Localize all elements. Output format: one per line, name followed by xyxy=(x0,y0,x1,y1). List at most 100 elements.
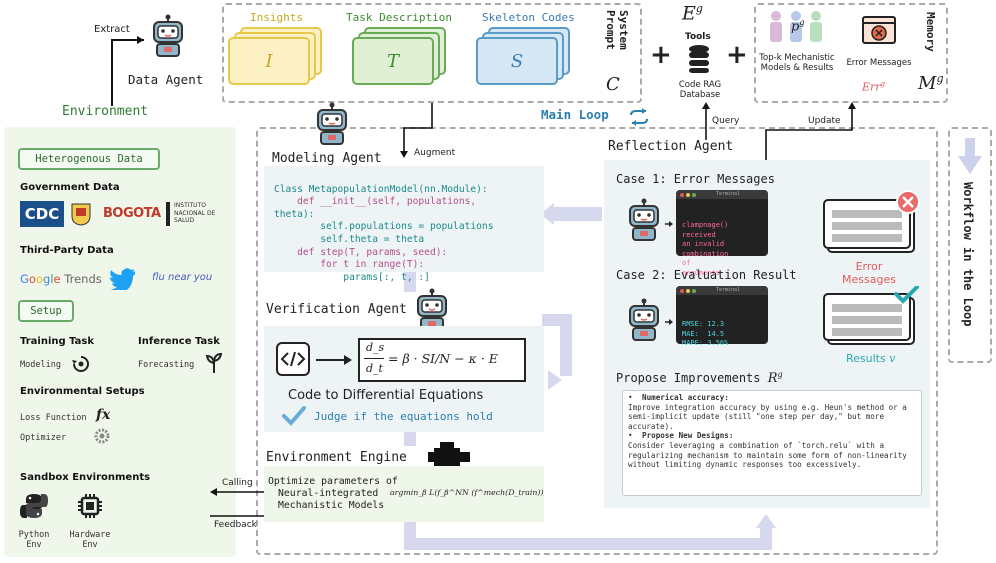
forecasting-label: Forecasting xyxy=(138,360,195,370)
plus-sign-1: + xyxy=(650,40,672,70)
error-line-1: clampnage() xyxy=(682,221,729,229)
case2-arrow xyxy=(664,314,674,328)
equation-rhs: = β · SI/N − κ · E xyxy=(388,351,498,366)
mg-symbol: Mg xyxy=(918,72,944,94)
modeling-label: Modeling xyxy=(20,360,61,370)
improvements-text: •Numerical accuracy: Improve integration… xyxy=(628,393,918,470)
engine-icon xyxy=(428,440,472,470)
python-env-label: Python Env xyxy=(18,530,50,550)
improvements-panel xyxy=(622,390,922,496)
environment-sidebar xyxy=(4,127,236,557)
skeleton-codes-label: Skeleton Codes xyxy=(482,11,575,24)
code-to-de-label: Code to Differential Equations xyxy=(288,388,484,403)
env-setups-title: Environmental Setups xyxy=(20,386,145,397)
forecasting-plant-icon xyxy=(204,351,224,373)
code-line-3: theta): xyxy=(274,208,315,220)
loop-arrows-icon xyxy=(628,108,650,126)
people-icon xyxy=(766,8,826,48)
environment-engine-title: Environment Engine xyxy=(266,450,407,465)
twitter-bird-icon xyxy=(109,268,136,293)
insights-label: Insights xyxy=(250,11,303,24)
main-loop-label: Main Loop xyxy=(538,107,612,122)
memory-label: Memory xyxy=(924,12,937,52)
case2-robot-icon xyxy=(624,298,664,342)
calling-label: Calling xyxy=(222,478,253,488)
skeleton-card-stack: S xyxy=(476,27,574,87)
error-line-6: arguments xyxy=(682,268,720,277)
data-agent-robot-icon xyxy=(148,14,188,58)
feedback-label: Feedback xyxy=(214,520,257,530)
modeling-agent-title: Modeling Agent xyxy=(272,151,382,166)
main-loop-frame xyxy=(256,127,938,555)
database-icon xyxy=(688,44,710,74)
code-line-7: for t in range(T): xyxy=(274,259,425,271)
heterogenous-data-chip: Heterogenous Data xyxy=(18,148,160,170)
optimize-line-1: Optimize parameters of xyxy=(268,476,398,487)
workflow-box xyxy=(948,127,992,363)
code-line-4: self.populations = populations xyxy=(274,221,494,233)
code-line-1: Class MetapopulationModel(nn.Module): xyxy=(274,183,488,195)
update-label: Update xyxy=(808,116,841,126)
code-line-2: def __init__(self, populations, xyxy=(274,196,477,208)
case1-arrow xyxy=(664,216,674,230)
third-party-title: Third-Party Data xyxy=(20,245,114,256)
error-line-3: an invalid xyxy=(682,240,725,248)
hardware-env-label: Hardware Env xyxy=(69,530,111,550)
extract-label: Extract xyxy=(94,24,130,35)
equation-fraction-bar xyxy=(364,358,384,359)
code-brackets-icon xyxy=(276,342,310,376)
bullet1: •Numerical accuracy: xyxy=(628,393,729,402)
case1-title: Case 1: Error Messages xyxy=(616,172,775,186)
reflection-error-label: Error Messages xyxy=(842,260,896,286)
modeling-code-panel xyxy=(264,166,544,272)
plus-sign-2: + xyxy=(726,40,748,70)
system-prompt-box xyxy=(222,3,642,103)
memory-error-label: Error Messages xyxy=(846,58,912,68)
err-symbol: Errg xyxy=(862,80,886,94)
bogota-logo: BOGOTA xyxy=(103,206,161,221)
checkmark-icon xyxy=(282,404,306,426)
bullet1-title: Numerical accuracy: xyxy=(642,393,729,402)
bullet1-text: Improve integration accuracy by using e.… xyxy=(628,402,907,431)
equation-lhs-num: d_s xyxy=(366,341,385,354)
data-agent-label: Data Agent xyxy=(128,72,204,87)
tools-label: Tools xyxy=(685,32,711,42)
code-line-6: def step(T, params, seed): xyxy=(274,246,448,258)
training-task-title: Training Task xyxy=(20,336,95,347)
extract-arrow xyxy=(108,20,148,115)
bullet2: •Propose New Designs: xyxy=(628,431,734,441)
error-line-2: received xyxy=(682,230,716,239)
system-prompt-label: System Prompt xyxy=(604,10,630,50)
sandbox-title: Sandbox Environments xyxy=(20,472,151,483)
verify-arrow-icon xyxy=(314,352,354,366)
terminal-title-1: Terminal xyxy=(716,191,741,197)
fx-icon: fx xyxy=(96,407,111,423)
government-data-title: Government Data xyxy=(20,182,120,193)
pg-symbol: pg xyxy=(791,18,805,35)
error-doc-stack-icon xyxy=(822,190,922,256)
modeling-code: Class MetapopulationModel(nn.Module): de… xyxy=(274,171,494,297)
equation-lhs-den: d_t xyxy=(366,362,383,375)
modeling-agent-robot-icon xyxy=(312,102,352,146)
equation-box xyxy=(358,338,526,382)
error-line-4: combination xyxy=(682,249,729,258)
insights-letter: I xyxy=(228,37,310,85)
verification-agent-title: Verification Agent xyxy=(266,302,407,317)
query-label: Query xyxy=(712,116,740,126)
bogota-seal-icon xyxy=(70,202,92,226)
environment-label: Environment xyxy=(62,104,149,119)
topk-label: Top-k Mechanistic Models & Results xyxy=(759,53,835,73)
engine-panel xyxy=(264,466,544,522)
terminal-title-2: Terminal xyxy=(716,287,741,293)
loss-function-label: Loss Function xyxy=(20,413,87,423)
google-trends-logo: Google Trends xyxy=(20,272,102,286)
optimize-line-3: Mechanistic Models xyxy=(278,500,385,511)
ins-logo: INSTITUTO NACIONAL DE SALUD xyxy=(174,202,216,224)
results-label: Results v xyxy=(846,352,896,365)
code-line-8: params[:, t, :] xyxy=(274,271,430,283)
eval-line-2: MAE: 14.5 xyxy=(682,329,725,338)
error-line-5: of xyxy=(682,259,691,267)
bullet2-title: Propose New Designs: xyxy=(642,431,734,441)
case1-robot-icon xyxy=(624,198,664,242)
